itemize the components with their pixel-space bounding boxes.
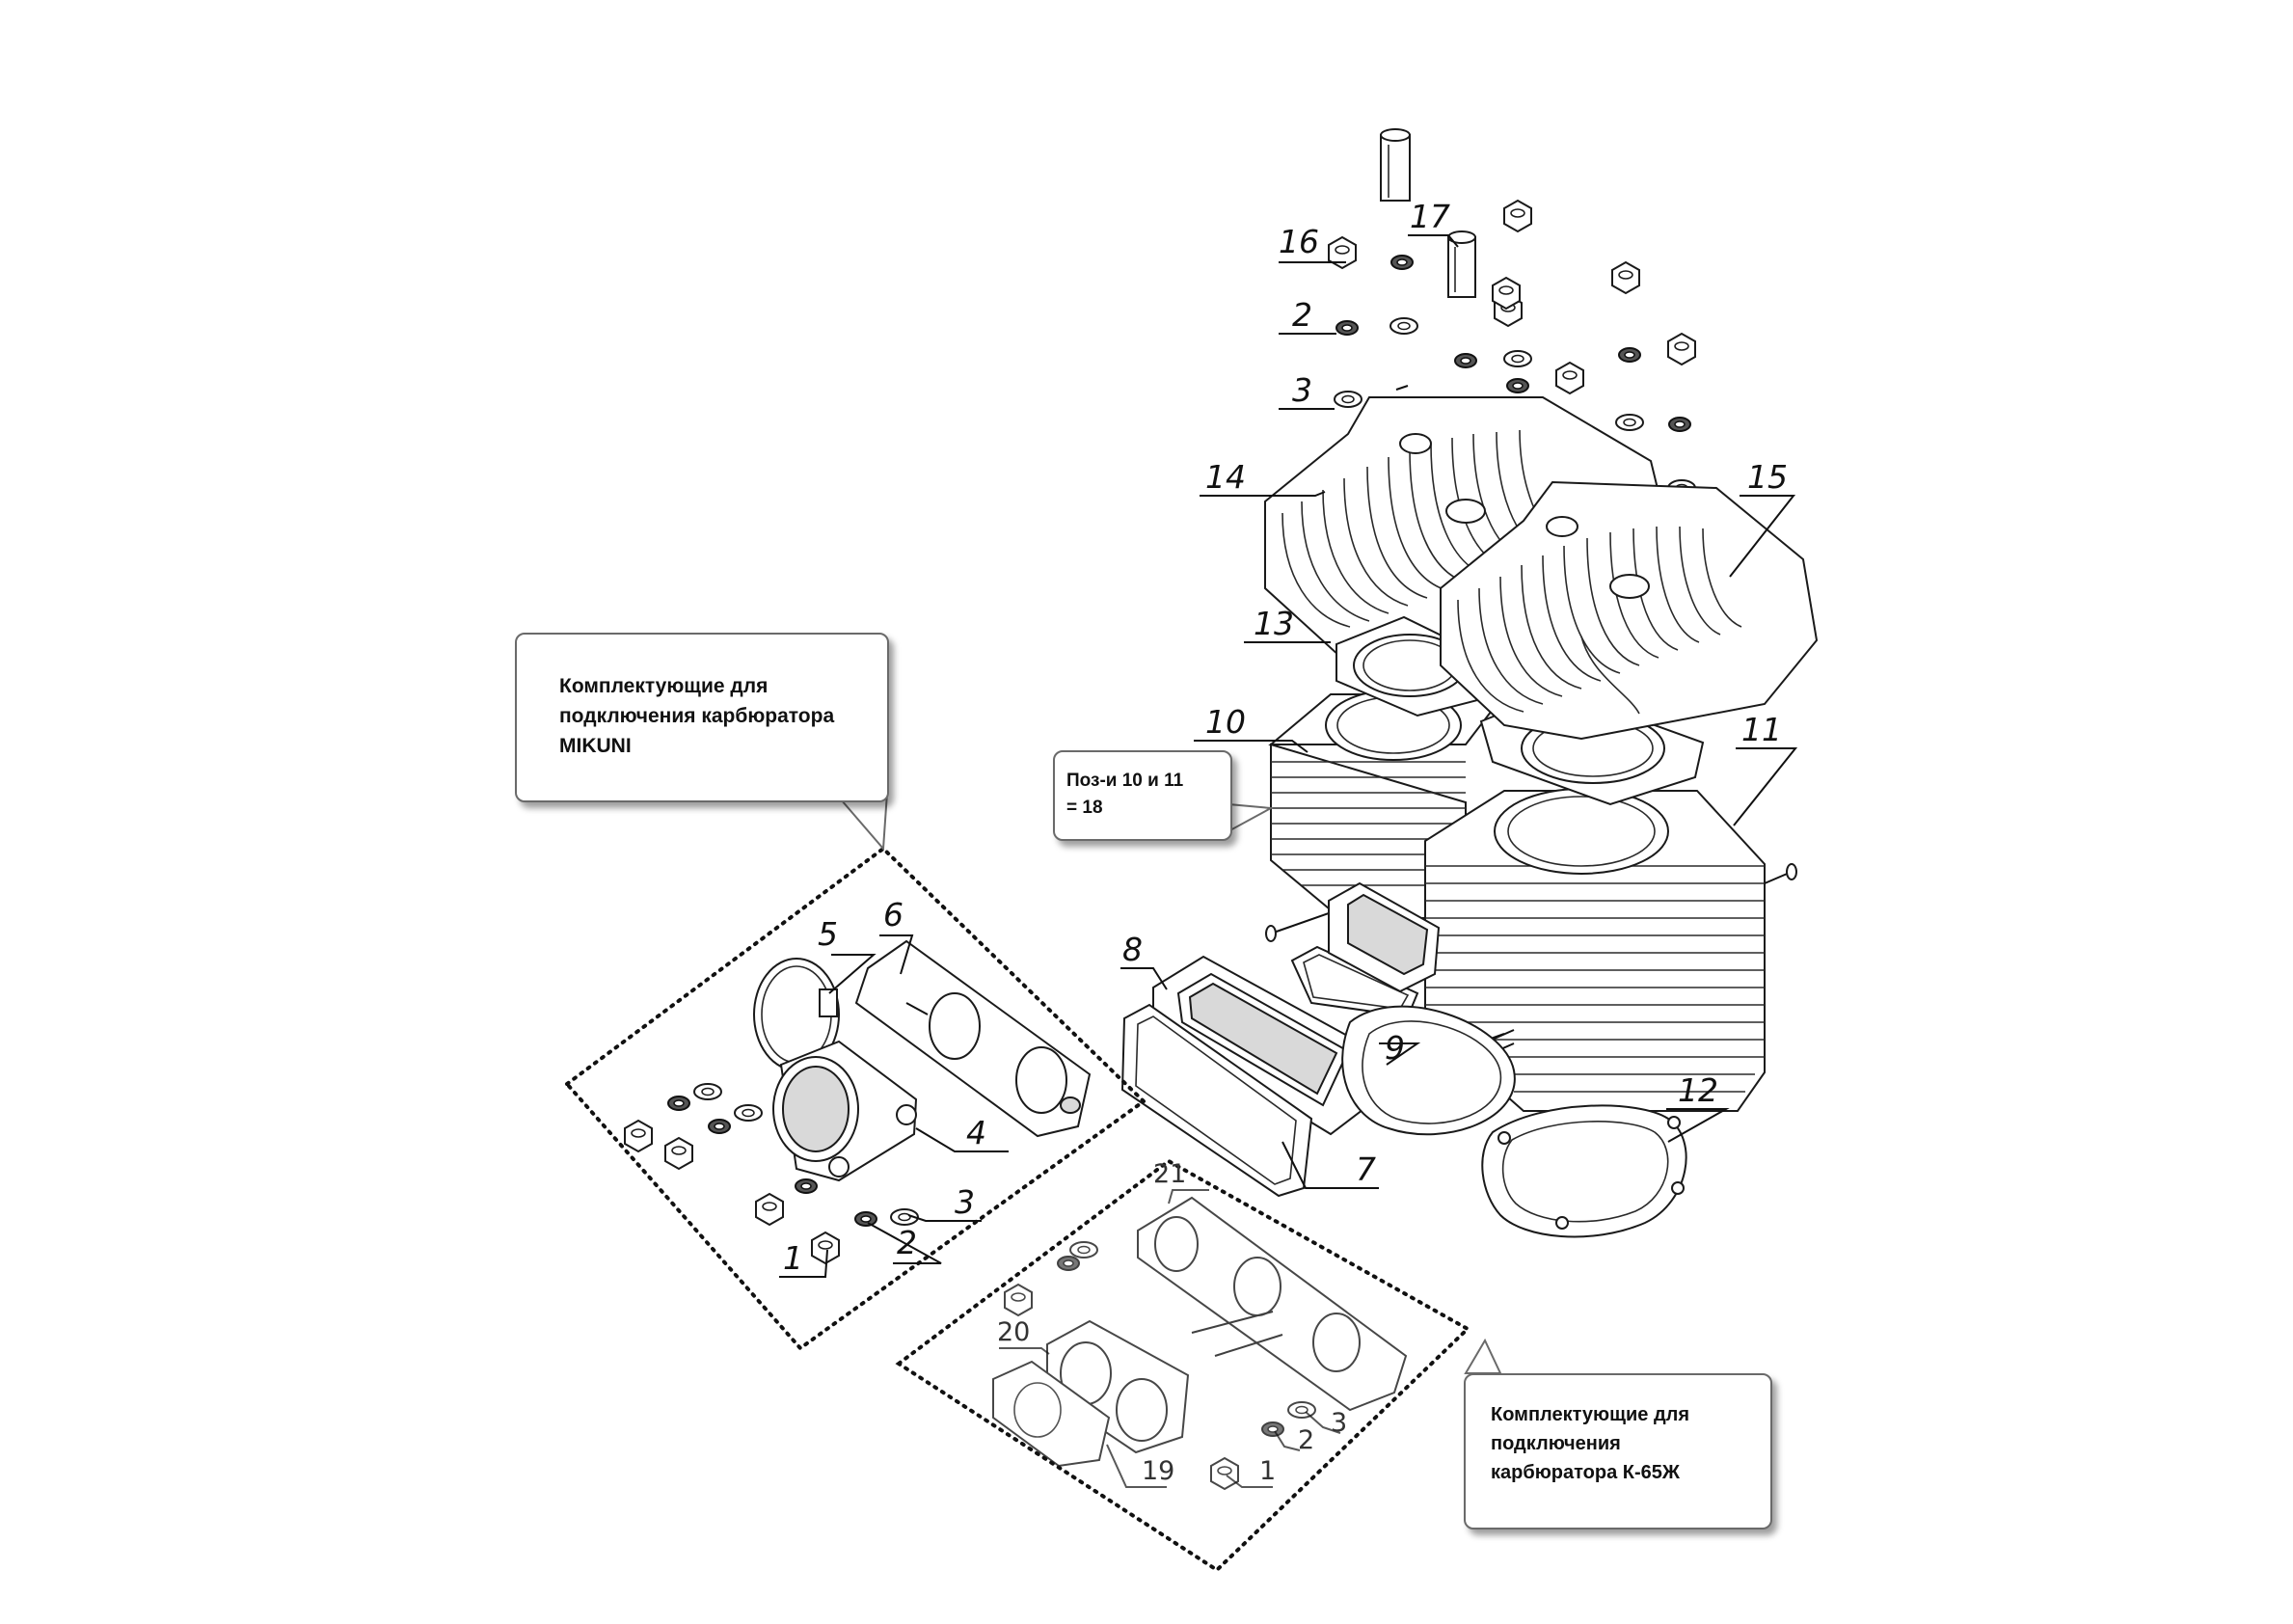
label-2: 2 — [897, 1224, 917, 1261]
label-11: 11 — [1741, 711, 1782, 748]
callout-positions: Поз-и 10 и 11 = 18 — [1053, 750, 1232, 841]
label-1: 1 — [783, 1239, 803, 1277]
label-3: 3 — [955, 1183, 975, 1221]
part-number-labels: 16 17 2 3 14 15 13 10 11 8 9 7 12 5 6 4 … — [783, 198, 1788, 1486]
cylinder-11 — [1424, 788, 1797, 1112]
label-14: 14 — [1205, 458, 1246, 496]
label-7: 7 — [1356, 1150, 1376, 1188]
leader-lines — [779, 234, 1798, 1488]
mikuni-kit-parts — [753, 939, 1092, 1182]
label-9: 9 — [1385, 1029, 1405, 1067]
cylinder-head-15 — [1440, 480, 1819, 741]
callout-k65-line3: карбюратора К-65Ж — [1491, 1462, 1680, 1483]
base-gasket-12 — [1481, 1104, 1687, 1238]
label-15: 15 — [1747, 458, 1788, 496]
label-4: 4 — [966, 1114, 986, 1151]
label-8: 8 — [1122, 931, 1143, 968]
intake-flange-cylinder — [1328, 881, 1441, 993]
callout-pointers — [832, 792, 1502, 1374]
label-21: 21 — [1153, 1159, 1186, 1189]
cylinder-head-hardware — [1328, 128, 1696, 497]
label-6: 6 — [883, 896, 904, 934]
label-12: 12 — [1678, 1071, 1718, 1109]
head-nut-16 — [1328, 236, 1357, 269]
callout-k65-line2: подключения — [1491, 1433, 1621, 1454]
callout-mikuni-line2: подключения карбюратора — [559, 705, 835, 727]
gasket-9 — [1290, 945, 1516, 1136]
callout-k65-line1: Комплектующие для — [1491, 1404, 1690, 1425]
label-19: 19 — [1142, 1456, 1174, 1486]
callout-mikuni-line1: Комплектующие для — [559, 675, 769, 697]
label-3-lower: 3 — [1331, 1408, 1347, 1438]
k65-kit-outline — [895, 1158, 1471, 1573]
label-3-top: 3 — [1292, 371, 1312, 409]
label-1-lower: 1 — [1259, 1456, 1276, 1486]
intake-manifold-8 — [1152, 955, 1380, 1136]
label-17: 17 — [1410, 198, 1450, 235]
callout-k65: Комплектующие для подключения карбюратор… — [1464, 1373, 1772, 1529]
callout-positions-line2: = 18 — [1066, 798, 1103, 818]
label-20: 20 — [997, 1317, 1030, 1347]
callout-positions-line1: Поз-и 10 и 11 — [1066, 771, 1184, 791]
callout-mikuni-line3: MIKUNI — [559, 735, 632, 757]
label-2-top: 2 — [1292, 296, 1312, 334]
spacer-sleeve-top — [1380, 128, 1411, 202]
label-5: 5 — [818, 915, 838, 953]
label-16: 16 — [1279, 223, 1319, 260]
label-2-lower: 2 — [1298, 1425, 1314, 1455]
label-13: 13 — [1254, 605, 1294, 642]
k65-kit-parts — [992, 1196, 1408, 1468]
spacer-sleeve-17 — [1447, 230, 1476, 298]
gasket-7 — [1120, 1003, 1313, 1198]
mikuni-kit-outline — [564, 846, 1147, 1351]
label-10: 10 — [1205, 703, 1246, 741]
callout-mikuni: Комплектующие для подключения карбюратор… — [515, 633, 889, 802]
